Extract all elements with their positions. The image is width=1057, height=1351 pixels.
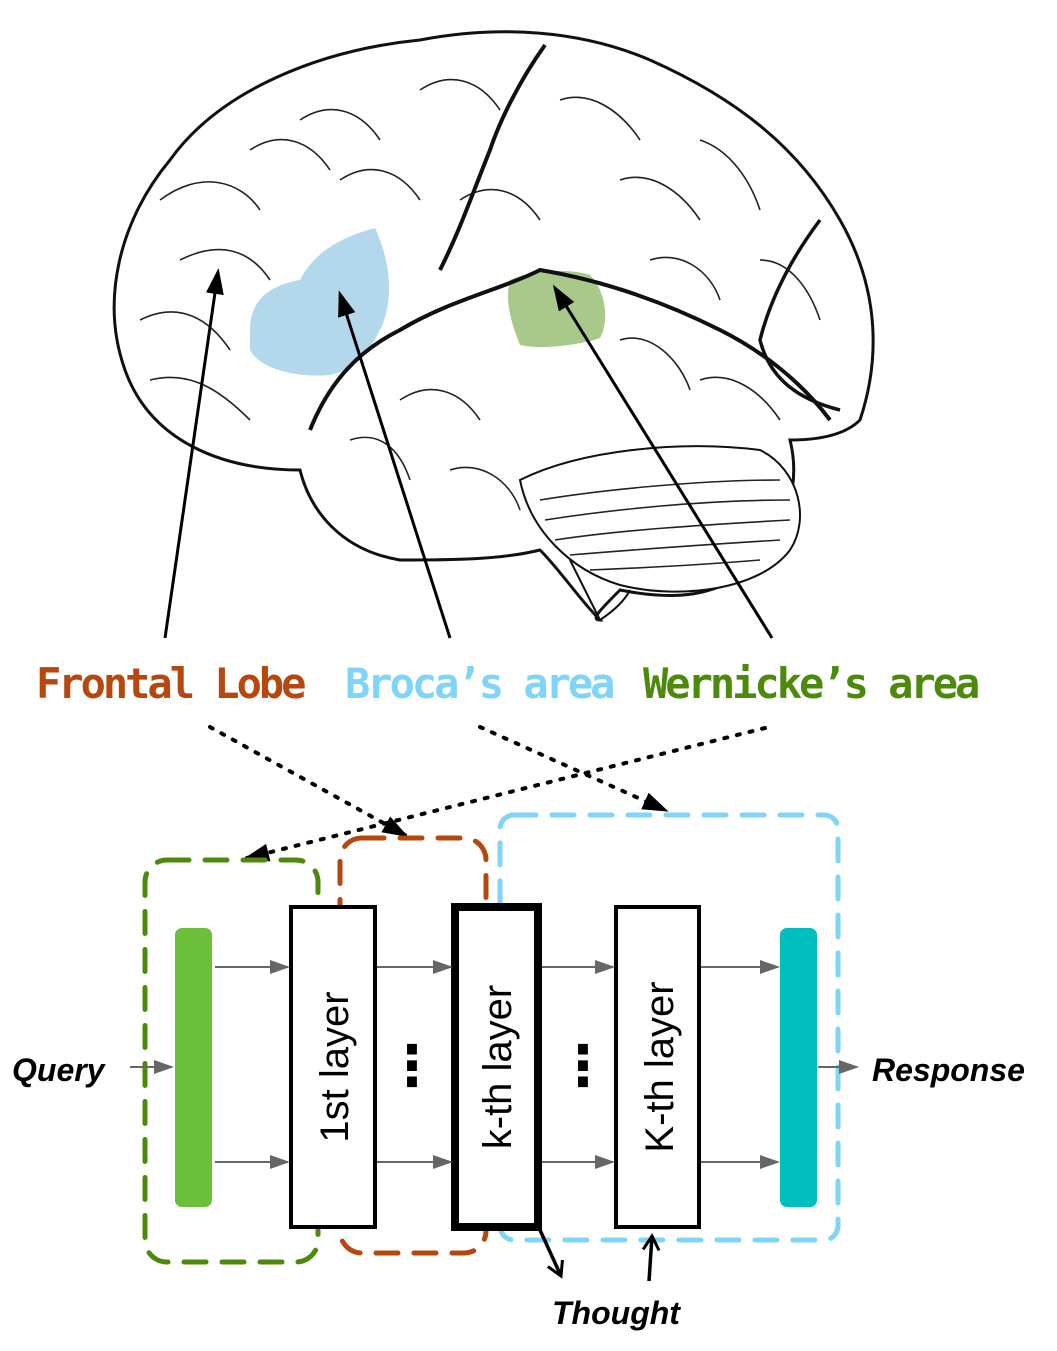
cerebellum	[518, 445, 801, 593]
brocas-area-pointer-arrow	[338, 290, 452, 639]
brain-illustration	[112, 30, 875, 622]
brocas-area-label: Broca’s area	[345, 659, 613, 708]
broca-to-output-arrow	[478, 725, 669, 812]
brainstem	[569, 559, 631, 622]
layer-Kth-last: K-th layer	[614, 905, 701, 1229]
central-sulcus	[438, 43, 547, 271]
thought-in-arrow	[641, 1232, 661, 1282]
ellipsis-2: ⋮	[555, 1034, 611, 1099]
frontal-lobe-pointer-arrow	[163, 268, 224, 639]
response-label: Response	[872, 1052, 1025, 1088]
query-label: Query	[12, 1052, 107, 1088]
thought-out-arrow	[538, 1229, 564, 1279]
input-embedding-bar	[175, 928, 212, 1207]
frontal-to-middle-layers-arrow	[208, 725, 409, 837]
frontal-lobe-label: Frontal Lobe	[36, 659, 305, 708]
layer-1st-label: 1st layer	[313, 991, 357, 1142]
flow-arrows	[130, 960, 859, 1169]
layer-kth: k-th layer	[451, 903, 542, 1231]
ellipsis-1: ⋮	[384, 1034, 440, 1099]
wernicke-to-input-arrow	[243, 726, 767, 862]
layer-1st: 1st layer	[289, 905, 377, 1229]
wernickes-area-label: Wernicke’s area	[643, 659, 978, 708]
broca-output-box	[497, 812, 841, 1243]
output-head-bar	[780, 928, 817, 1207]
lateral-sulcus	[308, 267, 832, 431]
occipital-sulcus	[758, 218, 841, 412]
layer-kth-label: k-th layer	[476, 985, 520, 1150]
layer-Kth-label: K-th layer	[638, 981, 682, 1152]
wernickes-area-pointer-arrow	[552, 284, 774, 639]
thought-label: Thought	[552, 1295, 681, 1331]
